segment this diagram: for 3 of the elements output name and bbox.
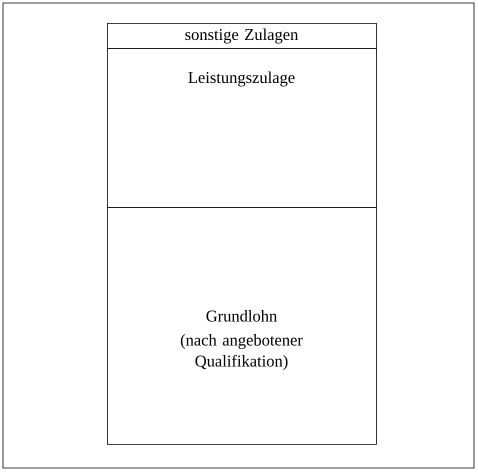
- stacked-band: Grundlohn (nach angebotener Qualifikation): [107, 207, 377, 445]
- stacked-band: sonstige Zulagen: [107, 23, 377, 49]
- stacked-band: Leistungszulage: [107, 48, 377, 208]
